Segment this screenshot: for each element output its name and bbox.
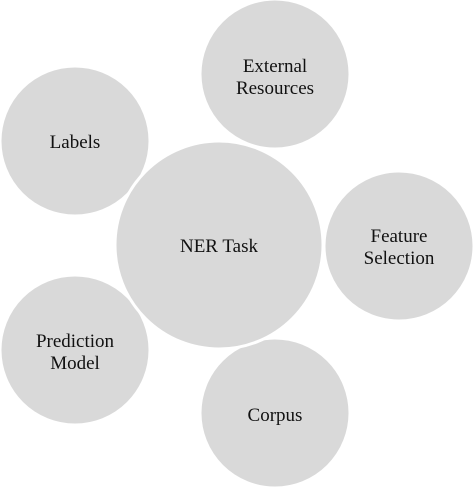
node-corpus-label: Corpus [248,405,303,426]
node-external-resources-label-line1: External [243,56,307,77]
node-prediction-model-label-line2: Model [50,353,100,374]
node-external-resources: External Resources [198,0,352,151]
node-prediction-model: Prediction Model [0,273,152,427]
node-labels: Labels [0,64,152,218]
node-prediction-model-label-line1: Prediction [36,331,115,352]
node-corpus-circle [198,336,352,490]
node-ner-task: NER Task [113,139,325,351]
node-external-resources-circle [198,0,352,151]
node-prediction-model-circle [0,273,152,427]
node-ner-task-label: NER Task [180,236,259,257]
node-feature-selection-label-line2: Selection [364,248,435,269]
node-feature-selection-label-line1: Feature [371,226,428,247]
node-feature-selection: Feature Selection [322,169,474,323]
node-corpus: Corpus [198,336,352,490]
node-labels-circle [0,64,152,218]
node-ner-task-circle [113,139,325,351]
node-external-resources-label-line2: Resources [236,78,314,99]
node-labels-label: Labels [50,132,101,153]
